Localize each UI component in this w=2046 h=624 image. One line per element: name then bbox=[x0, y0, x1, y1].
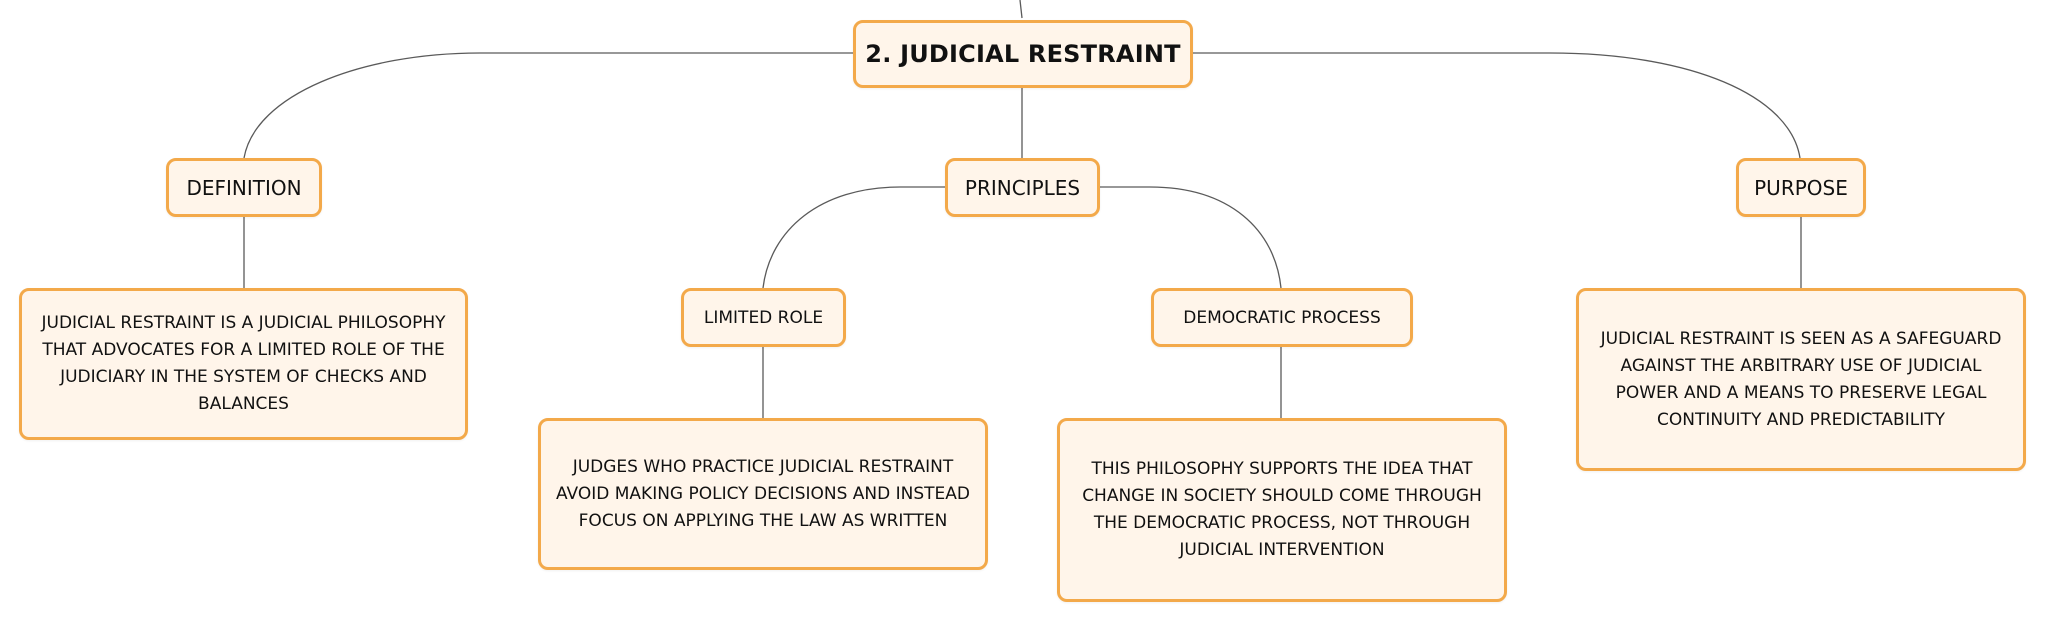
connector-root-purpose bbox=[1193, 52, 1801, 159]
definition-text: JUDICIAL RESTRAINT IS A JUDICIAL PHILOSO… bbox=[41, 313, 446, 414]
connector-root-definition bbox=[243, 52, 853, 159]
democratic-process-text-node[interactable]: THIS PHILOSOPHY SUPPORTS THE IDEA THAT C… bbox=[1057, 418, 1507, 602]
definition-label: DEFINITION bbox=[186, 175, 302, 200]
limited-role-text-node[interactable]: JUDGES WHO PRACTICE JUDICIAL RESTRAINT A… bbox=[538, 418, 988, 570]
purpose-node[interactable]: PURPOSE bbox=[1736, 158, 1866, 217]
definition-text-node[interactable]: JUDICIAL RESTRAINT IS A JUDICIAL PHILOSO… bbox=[19, 288, 468, 440]
definition-node[interactable]: DEFINITION bbox=[166, 158, 322, 217]
connector-principles-democratic bbox=[1100, 186, 1282, 289]
purpose-text: JUDICIAL RESTRAINT IS SEEN AS A SAFEGUAR… bbox=[1600, 328, 2002, 430]
limited-role-label: LIMITED ROLE bbox=[703, 307, 824, 328]
principles-node[interactable]: PRINCIPLES bbox=[945, 158, 1100, 217]
root-node[interactable]: 2. JUDICIAL RESTRAINT bbox=[853, 20, 1193, 88]
democratic-process-label: DEMOCRATIC PROCESS bbox=[1183, 307, 1381, 328]
connector-root-parent bbox=[1019, 0, 1023, 19]
purpose-text-node[interactable]: JUDICIAL RESTRAINT IS SEEN AS A SAFEGUAR… bbox=[1576, 288, 2026, 471]
democratic-process-text: THIS PHILOSOPHY SUPPORTS THE IDEA THAT C… bbox=[1082, 459, 1482, 560]
democratic-process-node[interactable]: DEMOCRATIC PROCESS bbox=[1151, 288, 1413, 347]
connector-principles-limited bbox=[762, 186, 945, 289]
limited-role-text: JUDGES WHO PRACTICE JUDICIAL RESTRAINT A… bbox=[555, 456, 970, 531]
limited-role-node[interactable]: LIMITED ROLE bbox=[681, 288, 846, 347]
purpose-label: PURPOSE bbox=[1754, 175, 1848, 200]
root-label: 2. JUDICIAL RESTRAINT bbox=[865, 40, 1181, 68]
principles-label: PRINCIPLES bbox=[964, 175, 1081, 200]
